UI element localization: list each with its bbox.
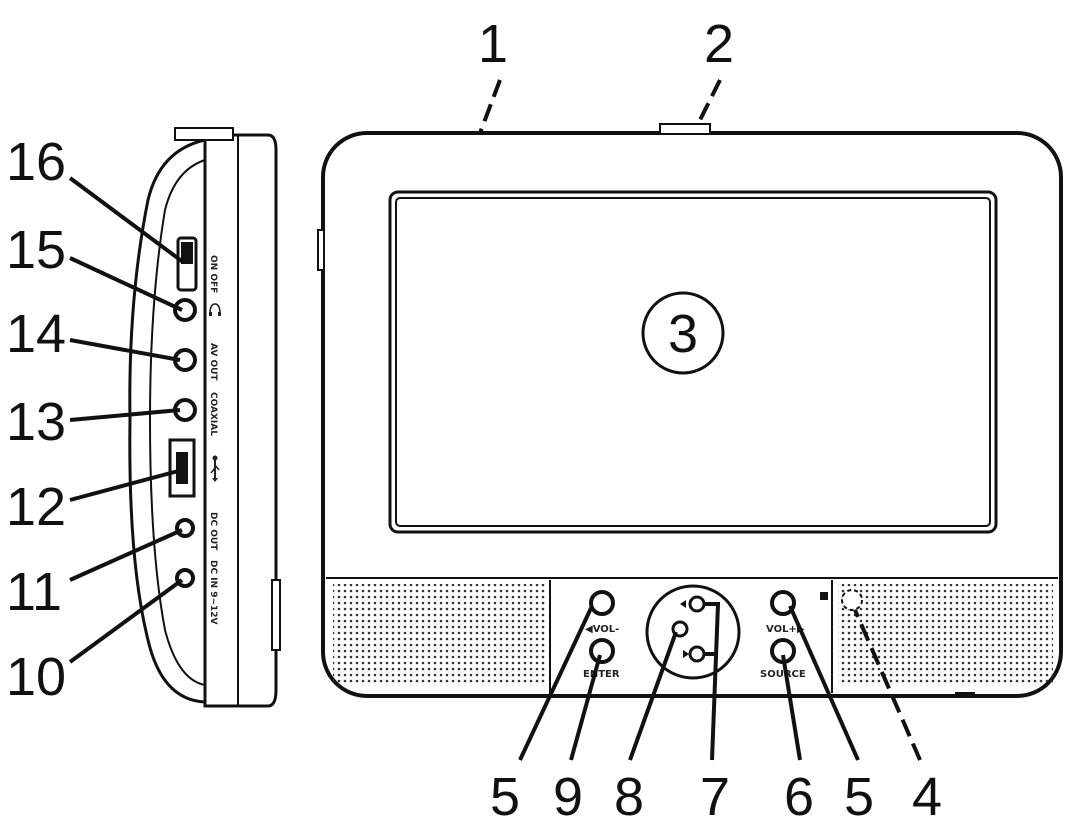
leader-6	[781, 654, 802, 761]
callout-16: 16	[6, 132, 66, 192]
leader-4	[853, 609, 922, 761]
callout-11: 11	[6, 562, 62, 622]
label-dc-out: DC OUT	[208, 512, 218, 551]
next-icon	[683, 650, 689, 658]
speaker-right	[838, 584, 1053, 686]
callout-2: 2	[704, 14, 734, 74]
prev-icon	[680, 600, 686, 608]
label-coaxial: COAXIAL	[208, 392, 218, 436]
ir-sensor	[841, 589, 863, 611]
label-dc-in: DC IN 9~12V	[208, 560, 218, 625]
leader-8	[628, 631, 678, 761]
stop-icon	[820, 592, 828, 600]
label-vol-plus: VOL+▶	[766, 624, 805, 635]
usb-port[interactable]	[168, 438, 196, 498]
callout-7: 7	[700, 767, 730, 827]
callout-4: 4	[912, 767, 942, 827]
leader-13	[69, 408, 181, 422]
label-vol-minus: ◀VOL-	[585, 624, 619, 635]
headphone-icon	[209, 303, 221, 316]
side-stand-inner	[148, 159, 206, 686]
enter-button[interactable]	[589, 638, 615, 664]
side-view: ON OFF AV OUT COAXIAL DC OUT DC IN 9~12V…	[6, 127, 281, 708]
leader-15	[69, 256, 183, 312]
callout-5a: 5	[490, 767, 520, 827]
callout-10: 10	[6, 647, 66, 707]
leader-16	[68, 176, 185, 264]
label-enter: ENTER	[583, 669, 620, 680]
power-switch-knob	[181, 242, 193, 264]
leader-10	[68, 578, 184, 664]
speaker-left	[333, 584, 545, 686]
side-stand	[128, 138, 206, 704]
bottom-foot	[955, 692, 975, 697]
callout-12: 12	[6, 477, 66, 537]
front-view: 3 ◀VOL- ENTER VOL+▶ SOURCE	[317, 14, 1063, 827]
leader-1	[478, 79, 502, 134]
leader-2	[696, 79, 722, 125]
leader-11	[69, 528, 183, 582]
callout-15: 15	[6, 220, 66, 280]
callout-6: 6	[784, 767, 814, 827]
headphone-jack[interactable]	[173, 298, 197, 322]
label-av-out: AV OUT	[208, 343, 218, 381]
label-on-off: ON OFF	[208, 255, 218, 293]
leader-9	[569, 654, 602, 761]
side-body-outline	[203, 133, 278, 708]
leader-14	[69, 338, 181, 362]
usb-port-inner	[176, 452, 188, 484]
callout-8: 8	[614, 767, 644, 827]
label-source: SOURCE	[760, 669, 806, 680]
vol-plus-button[interactable]	[770, 590, 796, 616]
callout-9: 9	[553, 767, 583, 827]
left-side-edge	[317, 229, 325, 271]
leader-12	[69, 468, 183, 502]
usb-icon	[210, 455, 220, 482]
callout-5b: 5	[844, 767, 874, 827]
callout-3: 3	[668, 304, 698, 364]
callout-13: 13	[6, 392, 66, 452]
side-top-hinge	[174, 127, 234, 141]
side-grip	[271, 579, 281, 651]
leader-5a	[518, 605, 594, 761]
callout-1: 1	[478, 14, 508, 74]
callout-14: 14	[6, 304, 66, 364]
prev-button[interactable]	[688, 595, 706, 613]
leader-5b	[788, 605, 860, 761]
screen-callout-circle	[641, 291, 725, 375]
top-button[interactable]	[659, 123, 711, 135]
next-button[interactable]	[688, 645, 706, 663]
leader-7	[703, 602, 721, 761]
dc-out-jack[interactable]	[175, 518, 195, 538]
vol-minus-button[interactable]	[589, 590, 615, 616]
